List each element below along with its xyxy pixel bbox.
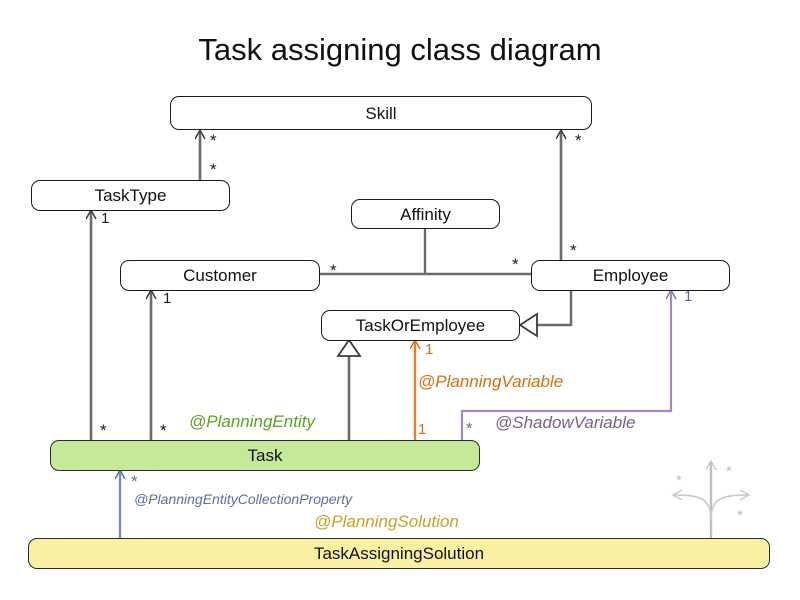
mult-ghost-right: * <box>737 507 743 524</box>
mult-shadow-variable-head: 1 <box>684 288 693 305</box>
annotation-planning-entity: @PlanningEntity <box>189 412 315 431</box>
class-name-task: Task <box>247 446 283 465</box>
class-name-affinity: Affinity <box>400 204 451 224</box>
mult-ghost-up: * <box>726 463 732 480</box>
mult-task-customer-tail: * <box>160 421 167 440</box>
mult-task-tasktype-head: 1 <box>101 210 110 227</box>
class-name-taskassigningsolution: TaskAssigningSolution <box>313 544 485 563</box>
class-name-tasktype: TaskType <box>94 186 167 205</box>
class-name-taskoremployee: TaskOrEmployee <box>355 316 486 335</box>
class-box-customer[interactable]: Customer <box>120 260 320 291</box>
mult-ghost-left: * <box>676 472 682 489</box>
mult-customer-affinity: * <box>330 261 337 280</box>
mult-employee-affinity: * <box>570 241 577 260</box>
mult-task-tasktype-tail: * <box>100 421 107 440</box>
edge-shadow-variable <box>460 291 671 440</box>
mult-shadow-variable-tail: * <box>466 419 473 438</box>
mult-tasktype-skill-tail: * <box>210 160 217 179</box>
class-box-task[interactable]: Task <box>50 440 480 471</box>
edge-ghost-trident <box>674 462 748 538</box>
annotation-planning-entity-collection-property: @PlanningEntityCollectionProperty <box>134 491 353 507</box>
annotation-planning-variable: @PlanningVariable <box>418 372 564 391</box>
mult-planning-variable-head: 1 <box>425 341 434 358</box>
class-box-tasktype[interactable]: TaskType <box>31 180 230 211</box>
class-box-affinity[interactable]: Affinity <box>351 199 500 229</box>
mult-employee-skill-head: * <box>575 131 582 150</box>
mult-tasktype-skill-head: * <box>210 131 217 150</box>
class-box-skill[interactable]: Skill <box>170 96 592 130</box>
edge-employee-taskoremployee-generalization <box>518 290 573 338</box>
mult-planning-variable-tail: 1 <box>418 421 427 438</box>
mult-employee-affinity-right: * <box>512 255 519 274</box>
page-title: Task assigning class diagram <box>198 32 602 67</box>
class-name-skill: Skill <box>365 103 397 123</box>
mult-solution-task: * <box>131 472 138 491</box>
edge-task-taskoremployee-generalization <box>336 338 362 440</box>
class-box-taskoremployee[interactable]: TaskOrEmployee <box>321 310 520 341</box>
edge-affinity-links <box>320 229 531 276</box>
class-box-employee[interactable]: Employee <box>531 260 730 291</box>
class-box-taskassigningsolution[interactable]: TaskAssigningSolution <box>28 538 770 569</box>
mult-task-customer-head: 1 <box>163 290 172 307</box>
annotation-planning-solution: @PlanningSolution <box>314 512 459 531</box>
annotation-shadow-variable: @ShadowVariable <box>495 413 636 432</box>
class-name-employee: Employee <box>592 266 669 285</box>
class-name-customer: Customer <box>183 266 257 285</box>
